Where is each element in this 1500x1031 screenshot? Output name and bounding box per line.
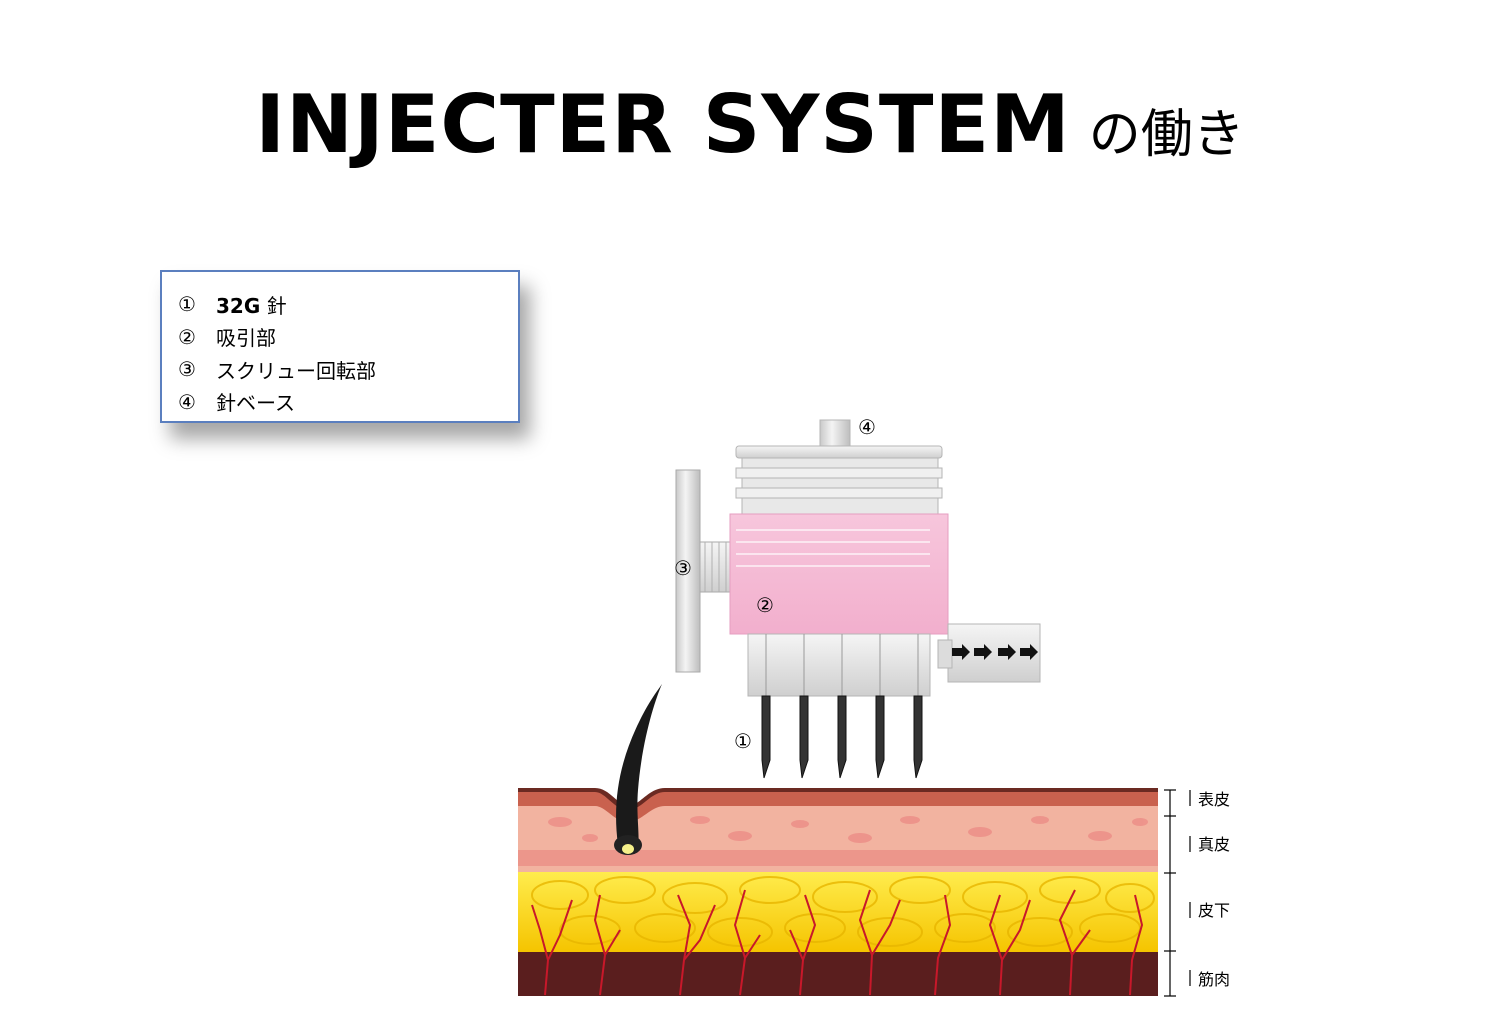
needle-grooves [765,634,919,696]
fat-cells [531,876,1155,947]
legend-label-bold: 32G [216,293,261,318]
needle [799,695,809,779]
layer-scale [1164,789,1191,997]
base-threads [735,457,943,515]
hair-shaft [616,684,662,848]
legend-item-screw: ③ スクリュー回転部 [178,353,518,386]
legend-box: ① 32G 針 ② 吸引部 ③ スクリュー回転部 ④ 針ベース [160,270,520,423]
callout-screw: ③ [674,556,692,580]
skin-cross-section [518,684,1158,996]
legend-number: ③ [178,357,196,382]
needle [761,695,771,779]
legend-number: ④ [178,389,196,414]
label-dermis: 真皮 [1198,835,1230,854]
dermis-lower-band [518,850,1158,866]
label-muscle: 筋肉 [1198,970,1230,989]
needle-holder [747,633,931,697]
screw-shaft [699,541,733,593]
legend-label: 吸引部 [216,326,276,351]
callout-needle: ① [734,729,752,753]
legend-label: 32G 針 [216,290,287,319]
injector-device [675,419,1041,779]
screw-plate [675,469,701,673]
base-knob [819,419,851,449]
outlet-connector [937,639,953,669]
hair-papilla [622,844,634,854]
legend-number: ① [178,292,196,317]
callout-base: ④ [858,415,876,439]
epidermis-surface [518,788,1158,810]
legend-item-base: ④ 針ベース [178,386,518,419]
title-main: INJECTER SYSTEM [255,78,1071,171]
suction-inner-threads [736,529,930,567]
legend-label: スクリュー回転部 [216,358,376,383]
legend-label: 針ベース [216,391,295,416]
epidermis-layer [518,790,1158,822]
needles [761,695,923,779]
needle [913,695,923,779]
legend-label-text: 針 [260,293,287,318]
label-subcutis: 皮下 [1198,901,1230,920]
blood-vessels [531,889,1144,996]
callout-suction: ② [756,593,774,617]
flow-arrows [952,644,1038,660]
base-cap [735,445,943,459]
label-epidermis: 表皮 [1198,790,1230,809]
legend-item-suction: ② 吸引部 [178,321,518,354]
dermis-spots [548,816,1148,843]
legend-item-needle: ① 32G 針 [178,288,518,321]
needle [837,695,847,779]
suction-chamber [729,513,949,635]
needle [875,695,885,779]
page-title: INJECTER SYSTEM の働き [0,78,1500,171]
title-suffix: の働き [1088,105,1245,165]
legend-number: ② [178,324,196,349]
muscle-layer [518,951,1158,996]
